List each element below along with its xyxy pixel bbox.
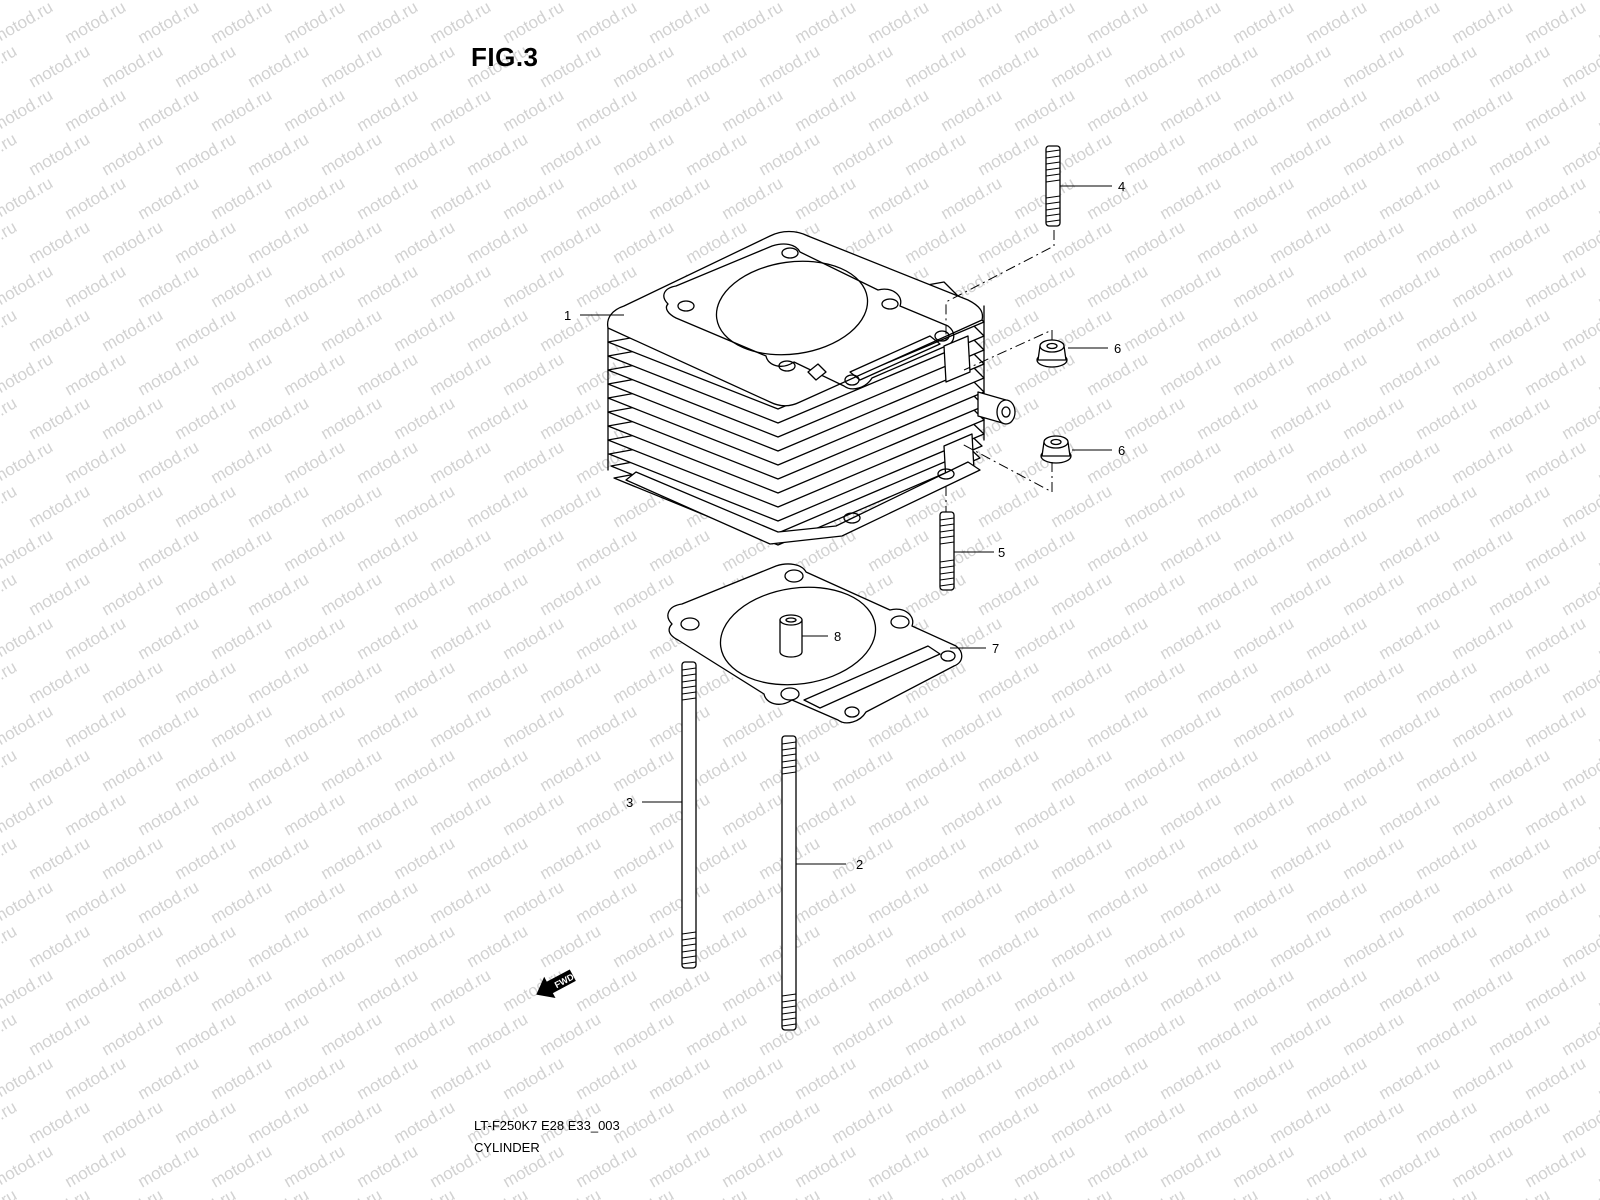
long-stud-3[interactable]	[681, 661, 697, 969]
top-dowel	[807, 363, 827, 381]
callout-3: 3	[626, 795, 633, 810]
cylinder-base-gasket[interactable]	[667, 563, 963, 724]
leader-lines	[580, 185, 1112, 865]
callout-4: 4	[1118, 179, 1125, 194]
stud-hole	[881, 298, 899, 310]
figure-code: LT-F250K7 E28 E33_003	[474, 1118, 620, 1133]
assembly-line	[945, 230, 1055, 340]
dowel-pin[interactable]	[779, 614, 803, 658]
assembly-line	[963, 329, 1053, 371]
callout-6-upper: 6	[1114, 341, 1121, 356]
callout-1: 1	[564, 308, 571, 323]
fwd-label: FWD	[553, 971, 576, 990]
figure-title: FIG.3	[471, 42, 539, 72]
flange-nut-lower[interactable]	[1040, 435, 1072, 464]
stud-hole	[781, 247, 799, 259]
fwd-arrow: FWD	[536, 969, 576, 999]
stud-hole	[677, 300, 695, 312]
oil-fitting	[977, 391, 1016, 425]
cylinder-gasket-face	[663, 243, 955, 390]
callout-7: 7	[992, 641, 999, 656]
cylinder-part[interactable]	[606, 230, 1016, 546]
stud-hole	[843, 512, 861, 524]
callout-8: 8	[834, 629, 841, 644]
long-stud-2[interactable]	[781, 735, 797, 1031]
stud-hole	[937, 468, 955, 480]
stud-bolt-5[interactable]	[939, 511, 955, 591]
callout-6-lower: 6	[1118, 443, 1125, 458]
stud-hole	[934, 330, 950, 342]
flange-nut-upper[interactable]	[1036, 339, 1068, 368]
stud-hole	[778, 360, 796, 372]
assembly-line	[961, 443, 1053, 493]
callout-2: 2	[856, 857, 863, 872]
stud-bolt-4[interactable]	[1045, 145, 1061, 227]
cam-chain-tunnel	[849, 335, 941, 381]
cylinder-bottom-flange	[625, 461, 981, 545]
cylinder-bore	[715, 260, 869, 356]
side-boss-upper	[943, 335, 971, 383]
callout-5: 5	[998, 545, 1005, 560]
figure-name: CYLINDER	[474, 1140, 540, 1155]
